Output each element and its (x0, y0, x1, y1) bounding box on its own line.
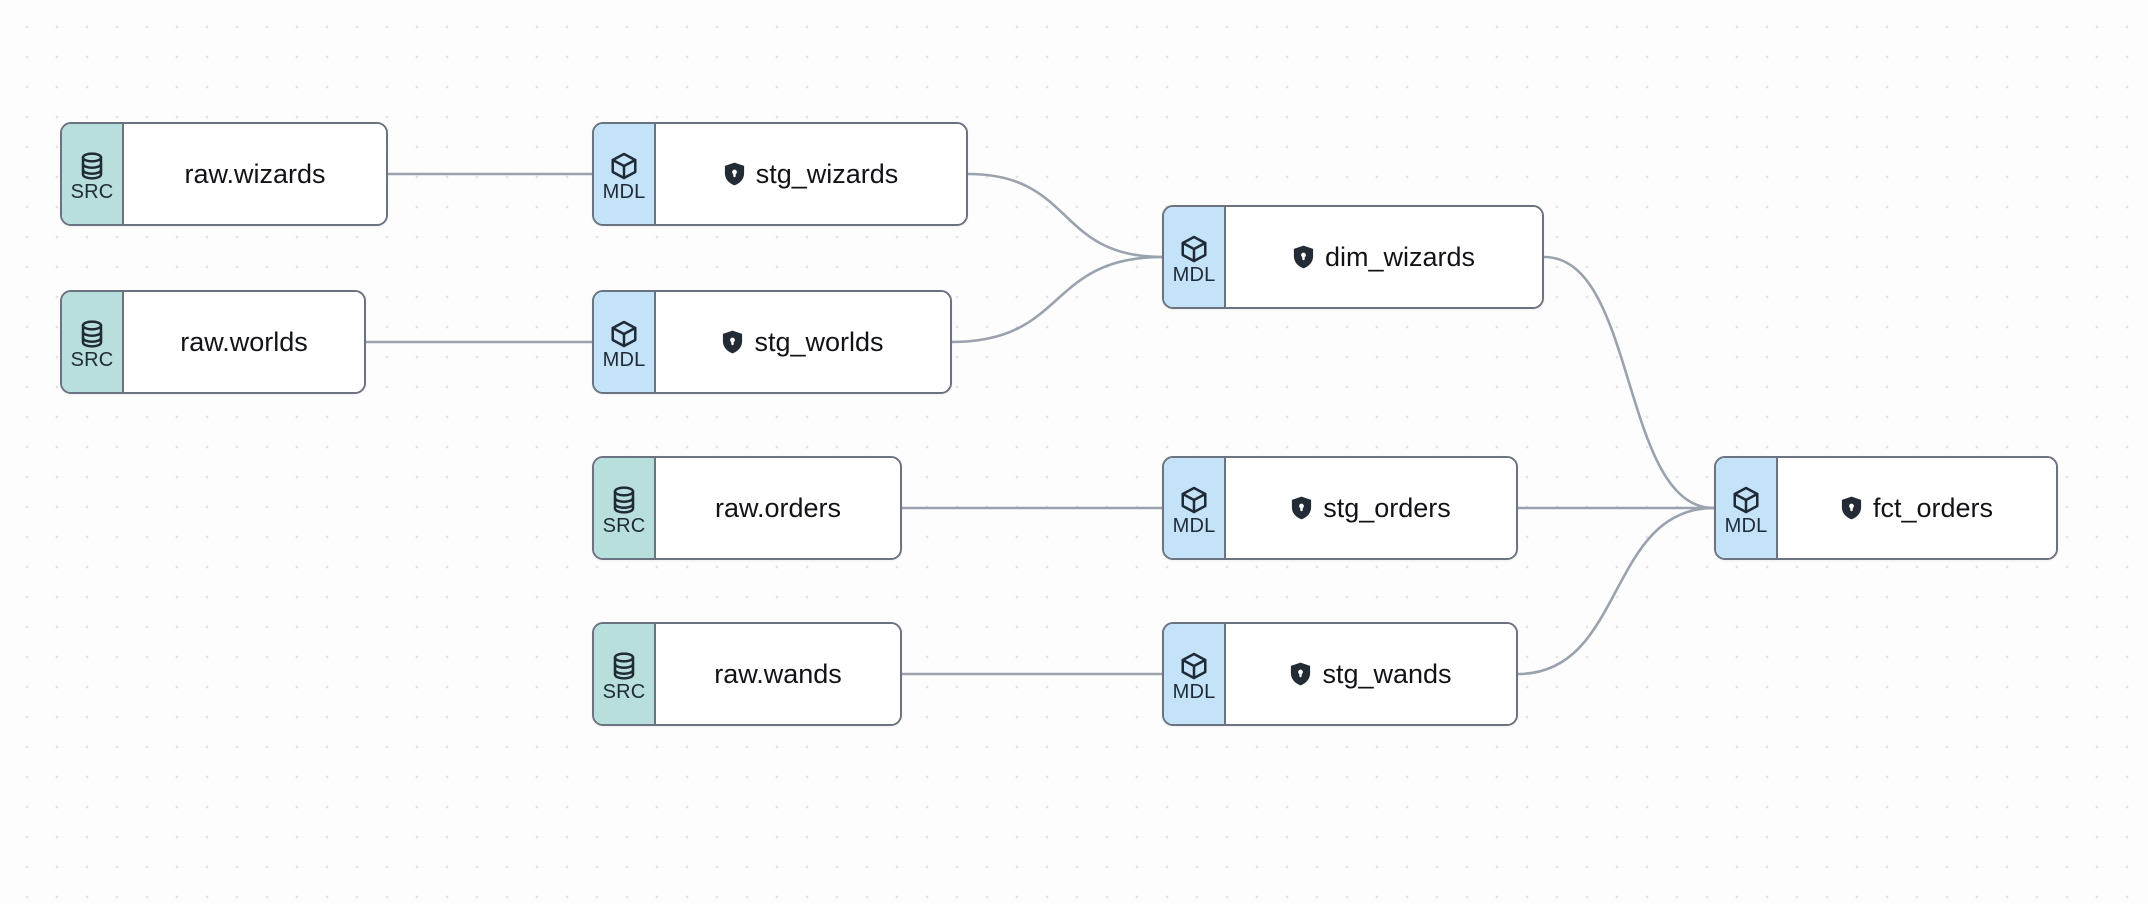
node-type-badge-mdl: MDL (594, 124, 656, 224)
lineage-node-stg_worlds[interactable]: MDL stg_worlds (592, 290, 952, 394)
node-body: raw.orders (656, 458, 900, 558)
node-body: fct_orders (1778, 458, 2056, 558)
node-label: stg_wizards (755, 159, 899, 189)
node-type-label: MDL (1172, 514, 1216, 537)
node-label: stg_wands (1322, 659, 1452, 689)
node-type-label: MDL (602, 180, 646, 203)
node-type-badge-mdl: MDL (1716, 458, 1778, 558)
node-type-label: MDL (1724, 514, 1768, 537)
node-type-label: SRC (70, 348, 114, 371)
node-body: stg_wands (1226, 624, 1516, 724)
database-icon (77, 319, 107, 349)
node-type-badge-mdl: MDL (1164, 458, 1226, 558)
lineage-node-stg_wands[interactable]: MDL stg_wands (1162, 622, 1518, 726)
node-type-badge-src: SRC (62, 292, 124, 392)
node-body: stg_wizards (656, 124, 966, 224)
cube-icon (609, 151, 639, 181)
shield-lock-icon (1290, 662, 1311, 686)
lineage-node-stg_orders[interactable]: MDL stg_orders (1162, 456, 1518, 560)
node-body: raw.wands (656, 624, 900, 724)
node-type-badge-mdl: MDL (1164, 207, 1226, 307)
lineage-edge-stg_wands-to-fct_orders (1516, 506, 1716, 676)
node-type-label: MDL (1172, 263, 1216, 286)
node-type-label: MDL (1172, 680, 1216, 703)
node-type-badge-mdl: MDL (1164, 624, 1226, 724)
node-label: stg_orders (1323, 493, 1451, 523)
node-label: raw.wizards (184, 159, 326, 189)
lineage-node-stg_wizards[interactable]: MDL stg_wizards (592, 122, 968, 226)
cube-icon (1179, 234, 1209, 264)
node-body: stg_orders (1226, 458, 1516, 558)
node-body: raw.wizards (124, 124, 386, 224)
shield-lock-icon (1841, 496, 1862, 520)
node-type-badge-src: SRC (62, 124, 124, 224)
shield-lock-icon (1291, 496, 1312, 520)
node-body: stg_worlds (656, 292, 950, 392)
lineage-edge-stg_wizards-to-dim_wizards (966, 172, 1164, 259)
cube-icon (1731, 485, 1761, 515)
cube-icon (1179, 651, 1209, 681)
lineage-node-dim_wizards[interactable]: MDL dim_wizards (1162, 205, 1544, 309)
database-icon (609, 485, 639, 515)
lineage-node-raw_orders[interactable]: SRC raw.orders (592, 456, 902, 560)
node-type-label: SRC (602, 680, 646, 703)
node-type-label: SRC (602, 514, 646, 537)
shield-lock-icon (722, 330, 743, 354)
database-icon (77, 151, 107, 181)
database-icon (609, 651, 639, 681)
node-label: raw.worlds (180, 327, 308, 357)
node-type-badge-src: SRC (594, 624, 656, 724)
lineage-node-fct_orders[interactable]: MDL fct_orders (1714, 456, 2058, 560)
node-type-label: SRC (70, 180, 114, 203)
cube-icon (1179, 485, 1209, 515)
lineage-node-raw_worlds[interactable]: SRC raw.worlds (60, 290, 366, 394)
node-label: raw.wands (714, 659, 842, 689)
node-type-badge-mdl: MDL (594, 292, 656, 392)
node-body: dim_wizards (1226, 207, 1542, 307)
node-type-label: MDL (602, 348, 646, 371)
node-label: raw.orders (714, 493, 842, 523)
node-label: stg_worlds (754, 327, 884, 357)
lineage-node-raw_wands[interactable]: SRC raw.wands (592, 622, 902, 726)
node-body: raw.worlds (124, 292, 364, 392)
shield-lock-icon (724, 162, 745, 186)
lineage-node-raw_wizards[interactable]: SRC raw.wizards (60, 122, 388, 226)
node-label: dim_wizards (1324, 242, 1476, 272)
lineage-edge-dim_wizards-to-fct_orders (1542, 255, 1716, 510)
shield-lock-icon (1293, 245, 1314, 269)
lineage-edge-stg_worlds-to-dim_wizards (950, 255, 1164, 344)
node-type-badge-src: SRC (594, 458, 656, 558)
node-label: fct_orders (1872, 493, 1994, 523)
cube-icon (609, 319, 639, 349)
